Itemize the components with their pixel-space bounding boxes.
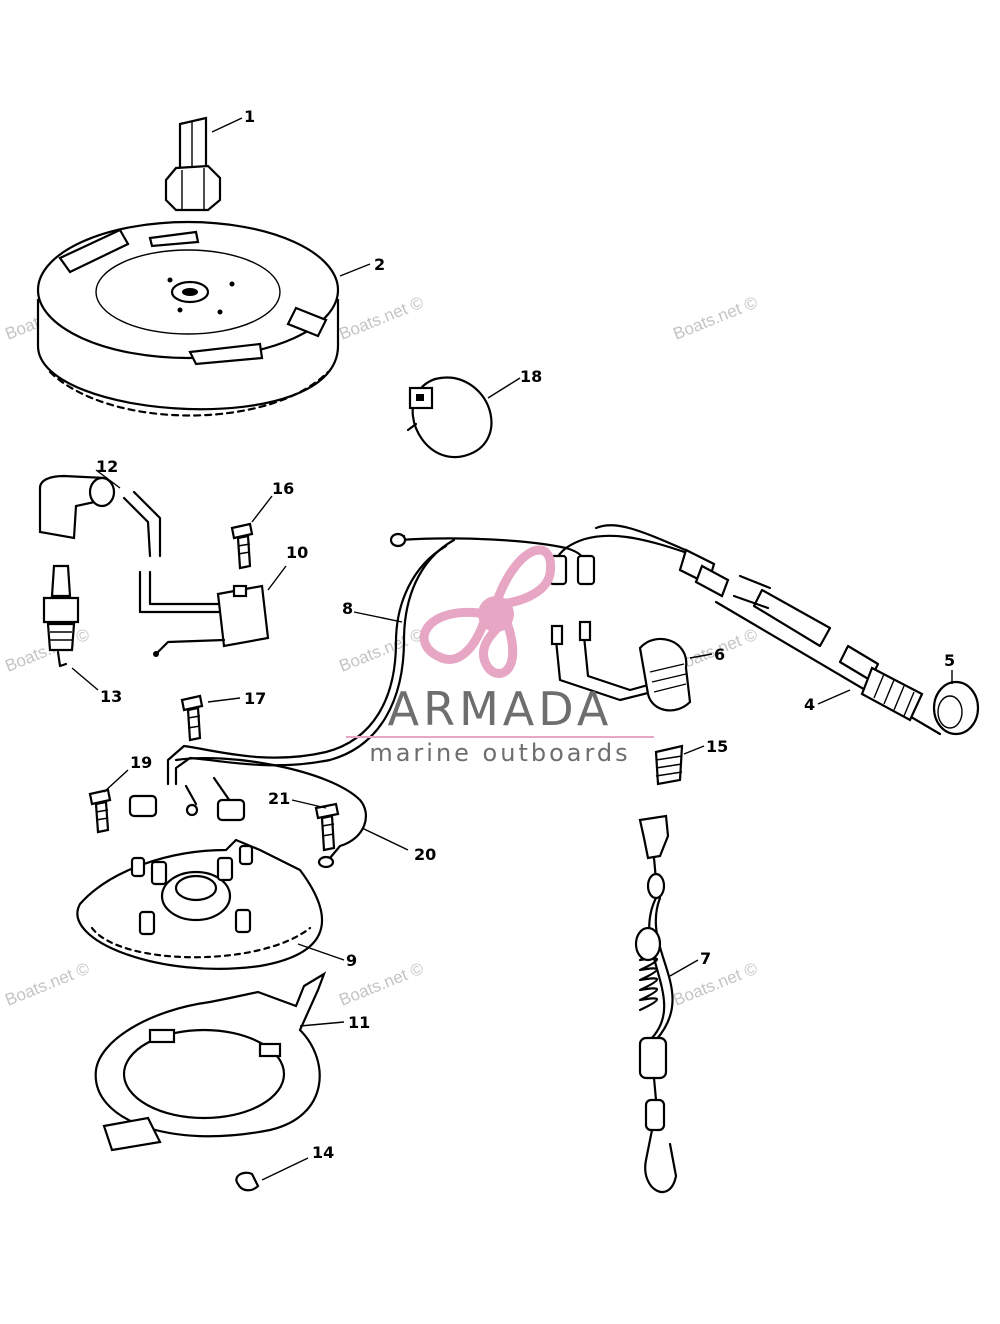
callout-12: 12 (96, 457, 118, 476)
callout-20: 20 (414, 845, 436, 864)
leader-lines (71, 117, 953, 1181)
brand-tagline: marine outboards (369, 739, 631, 767)
callout-19: 19 (130, 753, 152, 772)
callout-17: 17 (244, 689, 266, 708)
callout-14: 14 (312, 1143, 334, 1162)
part-spring (654, 744, 684, 786)
part-screw-16 (230, 522, 254, 570)
callout-1: 1 (244, 107, 255, 126)
callout-13: 13 (100, 687, 122, 706)
callout-5: 5 (944, 651, 955, 670)
callout-8: 8 (342, 599, 353, 618)
part-screw-19 (88, 788, 112, 834)
callout-9: 9 (346, 951, 357, 970)
part-flywheel-nut (164, 116, 222, 212)
watermark-tile: Boats.net © (670, 959, 760, 1010)
part-harness (166, 524, 772, 786)
part-lanyard (634, 814, 678, 1194)
part-switch-plug (550, 620, 692, 712)
part-key (235, 1171, 260, 1192)
brand-name: ARMADA (387, 682, 613, 736)
watermark-tile: Boats.net © (2, 959, 92, 1010)
callout-15: 15 (706, 737, 728, 756)
part-screw-17 (180, 694, 204, 742)
callout-7: 7 (700, 949, 711, 968)
part-retainer-clip (406, 376, 493, 459)
watermark-tile: Boats.net © (336, 625, 426, 676)
callout-4: 4 (804, 695, 815, 714)
brand-logo: ARMADA marine outboards (340, 686, 660, 766)
callout-21: 21 (268, 789, 290, 808)
part-ground-lead (128, 757, 368, 869)
callout-11: 11 (348, 1013, 370, 1032)
propeller-icon (419, 545, 556, 678)
part-trigger-plate (94, 971, 327, 1152)
part-stop-switch (714, 588, 942, 736)
callout-6: 6 (714, 645, 725, 664)
part-stator-plate (76, 838, 324, 970)
part-spark-plug-boot (38, 474, 162, 558)
callout-16: 16 (272, 479, 294, 498)
part-cap (932, 680, 980, 736)
callout-labels: 1 2 4 5 6 7 8 9 10 11 12 13 14 15 16 17 … (96, 107, 955, 1162)
brand-divider (346, 736, 654, 738)
watermark-tile: Boats.net © (336, 293, 426, 344)
part-flywheel (36, 220, 340, 417)
part-spark-plug (42, 564, 80, 668)
part-screw-21 (314, 802, 340, 852)
callout-2: 2 (374, 255, 385, 274)
watermark-tile: Boats.net © (2, 625, 92, 676)
watermark-tile: Boats.net © (670, 293, 760, 344)
callout-18: 18 (520, 367, 542, 386)
callout-10: 10 (286, 543, 308, 562)
part-ignition-coil (138, 570, 270, 657)
